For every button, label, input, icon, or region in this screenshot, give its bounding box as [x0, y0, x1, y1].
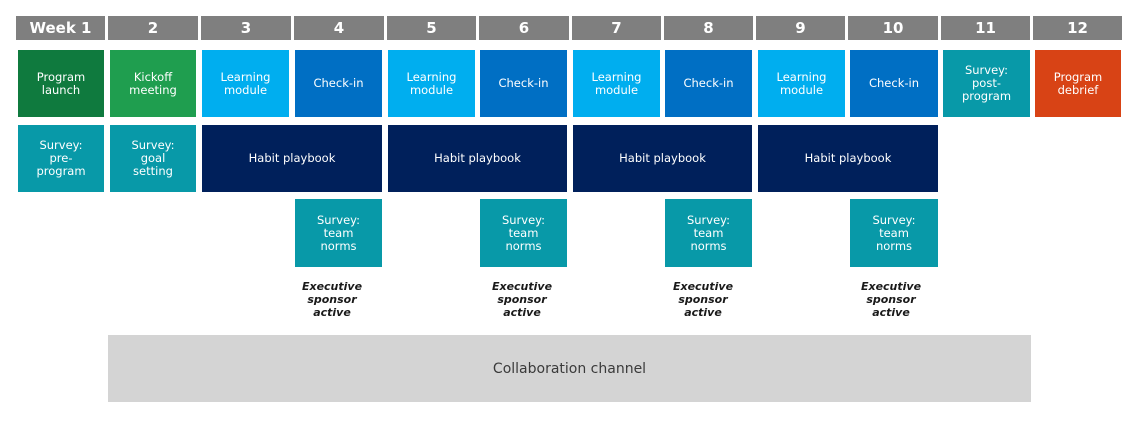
kickoff-meeting-label: Kickoff meeting — [129, 69, 177, 97]
check-in-label: Check-in — [683, 76, 734, 90]
learning-module-box-4: Learning module — [758, 50, 845, 117]
survey-team-norms-box-4: Survey: team norms — [850, 199, 938, 267]
habit-playbook-box-3: Habit playbook — [573, 125, 752, 192]
week-header-12: 12 — [1033, 16, 1122, 40]
week-header-10: 10 — [848, 16, 938, 40]
habit-playbook-label: Habit playbook — [434, 151, 521, 165]
week-header-9: 9 — [756, 16, 845, 40]
check-in-box-2: Check-in — [480, 50, 567, 117]
habit-playbook-box-2: Habit playbook — [388, 125, 567, 192]
habit-playbook-box-4: Habit playbook — [758, 125, 938, 192]
survey-team-norms-label: Survey: team norms — [872, 212, 916, 253]
week-header-7: 7 — [572, 16, 661, 40]
week-header-8: 8 — [664, 16, 753, 40]
program-debrief-label: Program debrief — [1053, 69, 1103, 97]
executive-sponsor-note-2: Executive sponsor active — [491, 280, 553, 319]
week-header-2: 2 — [108, 16, 198, 40]
check-in-label: Check-in — [498, 76, 549, 90]
executive-sponsor-note-1: Executive sponsor active — [301, 280, 363, 319]
program-launch-box: Program launch — [18, 50, 104, 117]
learning-module-box-3: Learning module — [573, 50, 660, 117]
survey-team-norms-box-3: Survey: team norms — [665, 199, 752, 267]
habit-playbook-label: Habit playbook — [248, 151, 336, 165]
kickoff-meeting-box: Kickoff meeting — [110, 50, 196, 117]
survey-team-norms-label: Survey: team norms — [686, 212, 731, 253]
survey-pre-program-label: Survey: pre- program — [36, 138, 86, 178]
survey-goal-setting-box: Survey: goal setting — [110, 125, 196, 192]
collaboration-channel-label: Collaboration channel — [492, 360, 647, 377]
week-header-4: 4 — [294, 16, 384, 40]
learning-module-label: Learning module — [591, 69, 642, 97]
program-debrief-box: Program debrief — [1035, 50, 1121, 117]
check-in-box-1: Check-in — [295, 50, 382, 117]
collaboration-channel-bar: Collaboration channel — [108, 335, 1031, 402]
executive-sponsor-note-4: Executive sponsor active — [860, 280, 922, 319]
habit-playbook-box-1: Habit playbook — [202, 125, 382, 192]
week-header-3: 3 — [201, 16, 291, 40]
habit-playbook-label: Habit playbook — [619, 151, 706, 165]
check-in-label: Check-in — [868, 76, 919, 90]
check-in-box-3: Check-in — [665, 50, 752, 117]
survey-goal-setting-label: Survey: goal setting — [131, 138, 175, 178]
check-in-box-4: Check-in — [850, 50, 938, 117]
survey-team-norms-label: Survey: team norms — [501, 212, 546, 253]
survey-team-norms-box-2: Survey: team norms — [480, 199, 567, 267]
program-launch-label: Program launch — [36, 69, 86, 97]
executive-sponsor-note-3: Executive sponsor active — [672, 280, 734, 319]
habit-playbook-label: Habit playbook — [804, 151, 892, 165]
learning-module-label: Learning module — [776, 69, 827, 97]
check-in-label: Check-in — [313, 76, 364, 90]
learning-module-label: Learning module — [406, 69, 457, 97]
survey-post-program-label: Survey: post- program — [961, 63, 1012, 103]
survey-pre-program-box: Survey: pre- program — [18, 125, 104, 192]
learning-module-label: Learning module — [220, 69, 271, 97]
survey-post-program-box: Survey: post- program — [943, 50, 1030, 117]
survey-team-norms-label: Survey: team norms — [316, 212, 361, 253]
learning-module-box-2: Learning module — [388, 50, 475, 117]
learning-module-box-1: Learning module — [202, 50, 289, 117]
week-header-1: Week 1 — [16, 16, 105, 40]
week-header-11: 11 — [941, 16, 1030, 40]
week-header-5: 5 — [387, 16, 476, 40]
week-header-6: 6 — [479, 16, 569, 40]
survey-team-norms-box-1: Survey: team norms — [295, 199, 382, 267]
